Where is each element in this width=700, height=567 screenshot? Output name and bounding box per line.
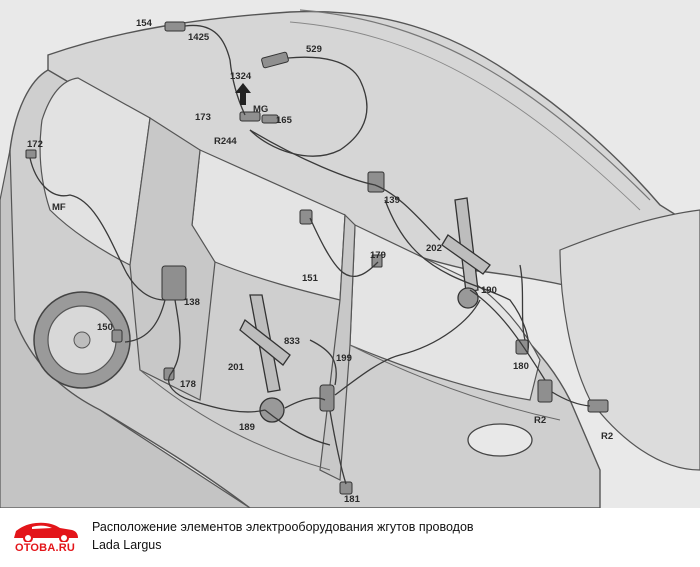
rear-door-bottom-line: [139, 369, 331, 471]
component-label-180: 180: [513, 361, 529, 372]
component-label-181: 181: [344, 494, 361, 505]
component-label-139: 139: [384, 195, 400, 206]
component-label-r2-right: R2: [601, 431, 613, 442]
component-label-mf: MF: [52, 202, 66, 213]
component-label-199: 199: [336, 353, 352, 364]
car-wiring-illustration: 154 1425 529 1324 MG 173 165 R244 172 MF…: [0, 9, 700, 508]
caption: Расположение элементов электрооборудован…: [92, 518, 692, 554]
component-label-173: 173: [195, 112, 211, 123]
front-door-bottom-line: [349, 344, 561, 421]
car-logo-icon: [14, 522, 78, 543]
caption-subtitle: Lada Largus: [92, 538, 162, 552]
b-pillar: [319, 213, 356, 481]
connectors: [25, 21, 609, 495]
rear-quarter-window: [39, 77, 151, 266]
wiring-diagram: 154 1425 529 1324 MG 173 165 R244 172 MF…: [0, 0, 700, 508]
roof-rail: [299, 9, 651, 201]
component-label-179: 179: [370, 250, 386, 261]
component-label-1324: 1324: [230, 71, 252, 82]
footer: OTOBA.RU Расположение элементов электроо…: [0, 508, 700, 567]
component-label-1425: 1425: [188, 32, 210, 43]
wiring-harness: [29, 24, 591, 485]
site-logo[interactable]: OTOBA.RU: [8, 518, 82, 556]
side-mirror: [467, 423, 533, 457]
component-label-833: 833: [284, 336, 300, 347]
logo-text: OTOBA.RU: [14, 542, 76, 554]
component-label-529: 529: [306, 44, 322, 55]
component-label-r244: R244: [214, 136, 237, 147]
up-arrow-icon: [235, 83, 251, 105]
component-label-165: 165: [276, 115, 293, 126]
component-label-154: 154: [136, 18, 153, 29]
component-label-r2-left: R2: [534, 415, 546, 426]
component-label-150: 150: [97, 322, 113, 333]
caption-title: Расположение элементов электрооборудован…: [92, 520, 474, 534]
component-label-201: 201: [228, 362, 245, 373]
component-label-189: 189: [239, 422, 255, 433]
roof-rail-inner: [289, 21, 641, 211]
component-label-190: 190: [481, 285, 497, 296]
component-label-178: 178: [180, 379, 196, 390]
component-label-138: 138: [184, 297, 200, 308]
component-label-151: 151: [302, 273, 319, 284]
component-label-mg: MG: [253, 104, 268, 115]
component-label-202: 202: [426, 243, 442, 254]
front-window-regulator: [441, 197, 491, 309]
rear-wheel-hub: [73, 331, 91, 349]
rear-window-regulator: [239, 294, 291, 423]
component-label-172: 172: [27, 139, 43, 150]
